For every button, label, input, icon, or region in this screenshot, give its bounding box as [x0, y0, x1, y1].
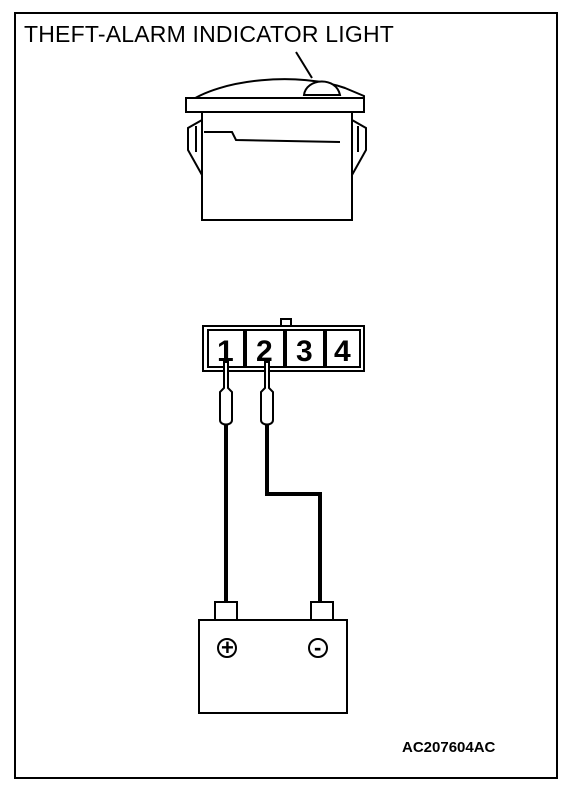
pin-label-3: 3: [296, 335, 313, 368]
pin-cell-3: [285, 329, 325, 368]
pin-label-4: 4: [334, 335, 351, 368]
switch-body: [201, 111, 353, 221]
pin-label-1: 1: [217, 335, 234, 368]
pin-label-2: 2: [256, 335, 273, 368]
led-dome: [302, 80, 342, 96]
figure-code: AC207604AC: [402, 739, 496, 756]
diagram-title: THEFT-ALARM INDICATOR LIGHT: [24, 21, 395, 47]
switch-base-plate: [185, 97, 365, 113]
switch-inner-line: [204, 131, 341, 143]
negative-terminal-mark: [308, 638, 328, 658]
indicator-light-switch: [185, 51, 367, 221]
battery-body: [198, 619, 348, 714]
battery-positive-label: +: [221, 635, 234, 660]
pin-cell-4: [325, 329, 361, 368]
battery: [198, 601, 348, 714]
connector-latch: [280, 318, 292, 327]
pin-cell-2: [245, 329, 285, 368]
wire-negative: [265, 424, 322, 604]
left-clip: [187, 119, 203, 176]
wires: [224, 424, 322, 604]
diagram-frame: [14, 12, 558, 779]
right-clip: [351, 119, 367, 176]
led-leader-line: [295, 51, 313, 79]
battery-negative-label: -: [314, 635, 321, 660]
connector: [202, 318, 365, 372]
positive-terminal-mark: [217, 638, 237, 658]
